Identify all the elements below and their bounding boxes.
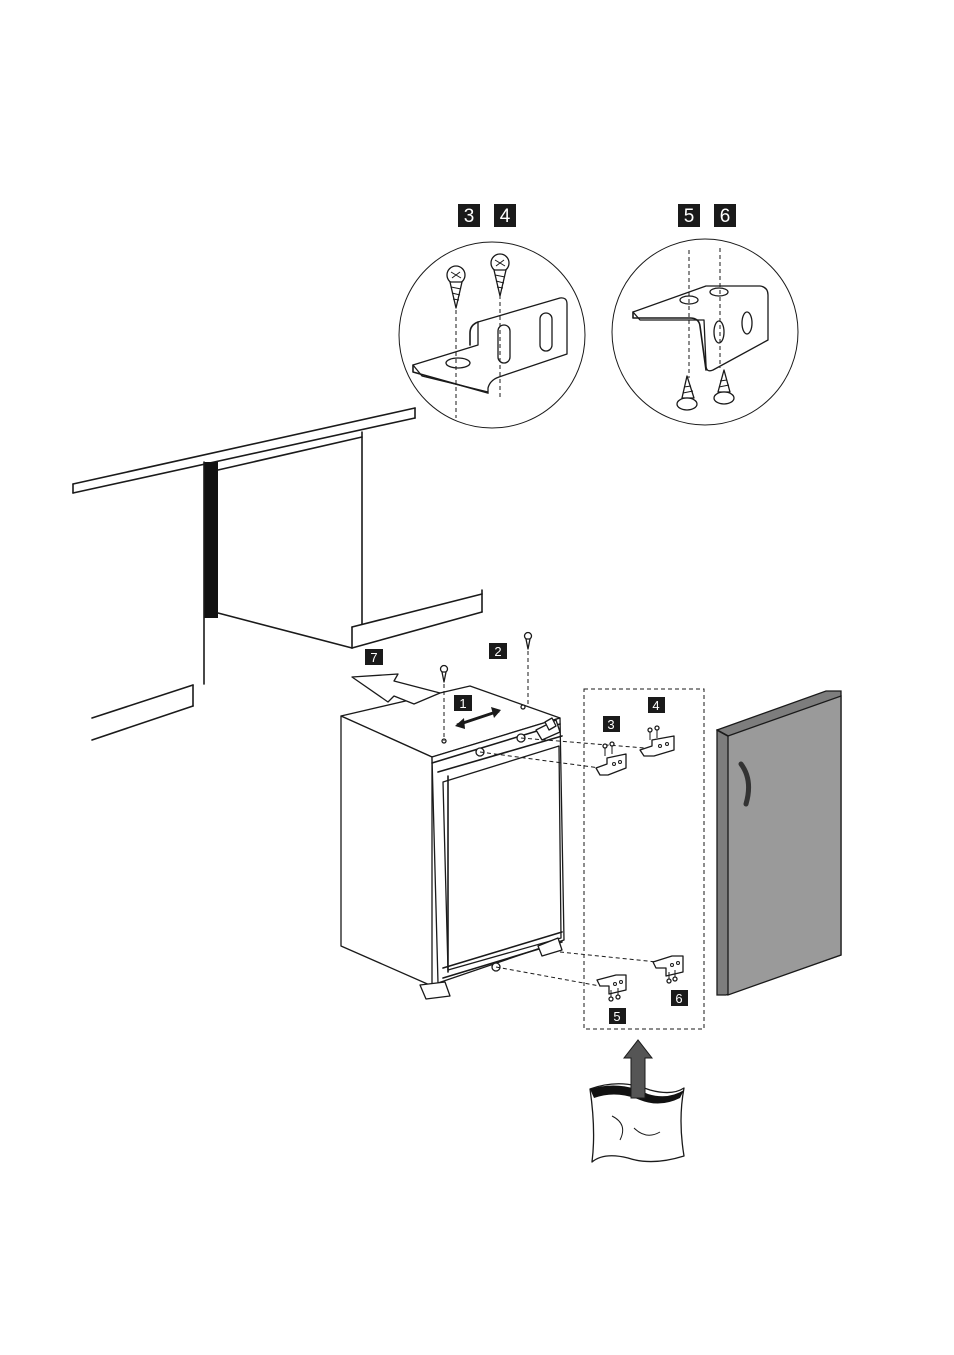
parts-bag-icon bbox=[590, 1040, 684, 1162]
svg-text:5: 5 bbox=[684, 206, 695, 227]
detail-label-6: 6 bbox=[714, 204, 736, 227]
fridge-unit bbox=[341, 686, 564, 999]
svg-text:7: 7 bbox=[370, 650, 377, 665]
svg-text:3: 3 bbox=[607, 717, 614, 732]
step-label-4: 4 bbox=[648, 697, 665, 713]
step-label-1: 1 bbox=[454, 695, 472, 711]
step-label-5: 5 bbox=[609, 1008, 626, 1024]
furniture-door-panel bbox=[717, 691, 841, 995]
detail-label-3: 3 bbox=[458, 204, 480, 227]
detail-label-5: 5 bbox=[678, 204, 700, 227]
angle-bracket-icon bbox=[633, 286, 768, 371]
step-label-6: 6 bbox=[671, 990, 688, 1006]
svg-text:6: 6 bbox=[675, 991, 682, 1006]
svg-text:5: 5 bbox=[613, 1009, 620, 1024]
svg-text:4: 4 bbox=[652, 698, 659, 713]
svg-text:4: 4 bbox=[500, 206, 511, 227]
screw-icon bbox=[714, 370, 734, 404]
screw-icon bbox=[491, 254, 509, 296]
detail-circle-brackets-bottom: 5 6 bbox=[612, 204, 798, 425]
detail-circle-brackets-top: 3 4 bbox=[399, 204, 585, 428]
svg-text:3: 3 bbox=[464, 206, 475, 227]
angle-bracket-icon bbox=[640, 736, 674, 756]
detail-label-4: 4 bbox=[494, 204, 516, 227]
screw-icon bbox=[441, 666, 448, 683]
svg-text:1: 1 bbox=[459, 696, 466, 711]
svg-text:6: 6 bbox=[720, 206, 731, 227]
screw-icon bbox=[677, 376, 697, 410]
screw-icon bbox=[447, 266, 465, 308]
angle-bracket-icon bbox=[653, 956, 683, 976]
step-label-2: 2 bbox=[489, 643, 507, 659]
svg-text:2: 2 bbox=[494, 644, 501, 659]
angle-bracket-icon bbox=[413, 298, 567, 393]
step-label-7: 7 bbox=[365, 649, 383, 665]
step-label-3: 3 bbox=[603, 716, 620, 732]
screw-icon bbox=[525, 633, 532, 650]
angle-bracket-icon bbox=[596, 754, 626, 775]
